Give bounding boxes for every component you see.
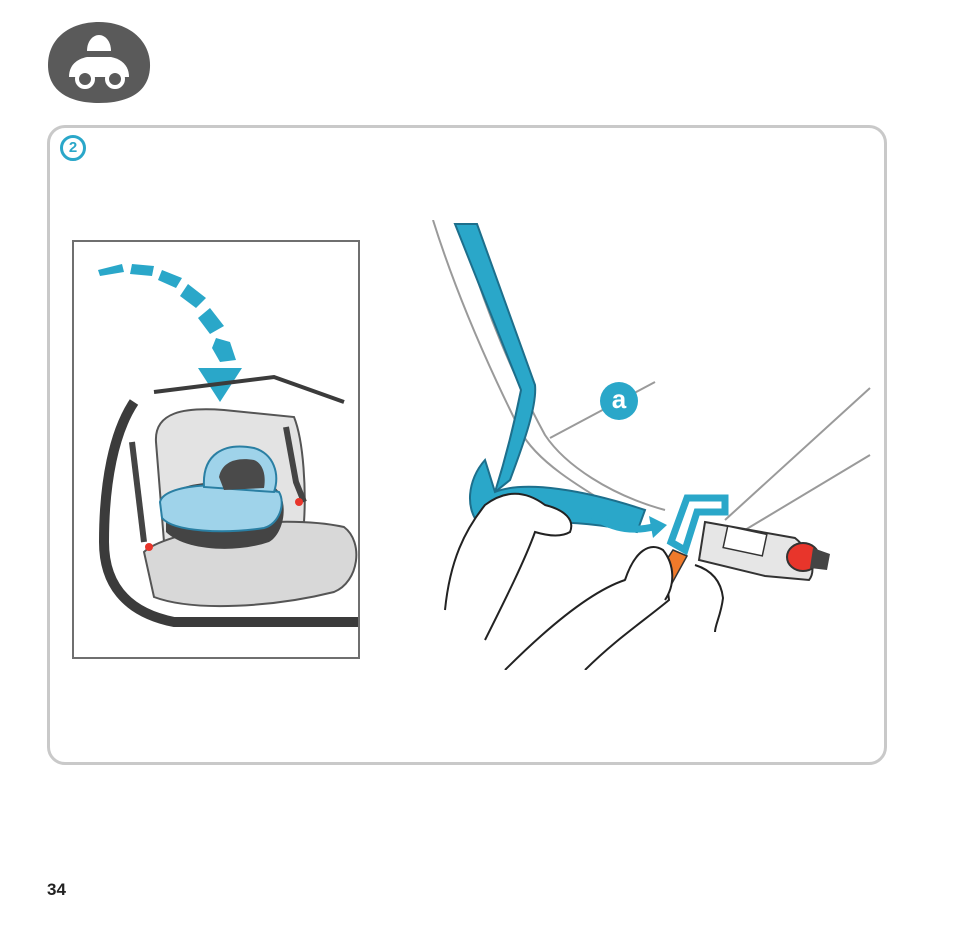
carrycot-on-seat-illustration [74, 242, 360, 659]
inset-illustration-frame [72, 240, 360, 659]
page-number: 34 [47, 880, 66, 900]
car-icon [47, 19, 151, 105]
placement-arrow-icon [98, 264, 242, 402]
isofix-strap-illustration [425, 220, 885, 670]
step-number-badge: 2 [60, 135, 86, 161]
callout-a-badge: a [600, 382, 638, 420]
